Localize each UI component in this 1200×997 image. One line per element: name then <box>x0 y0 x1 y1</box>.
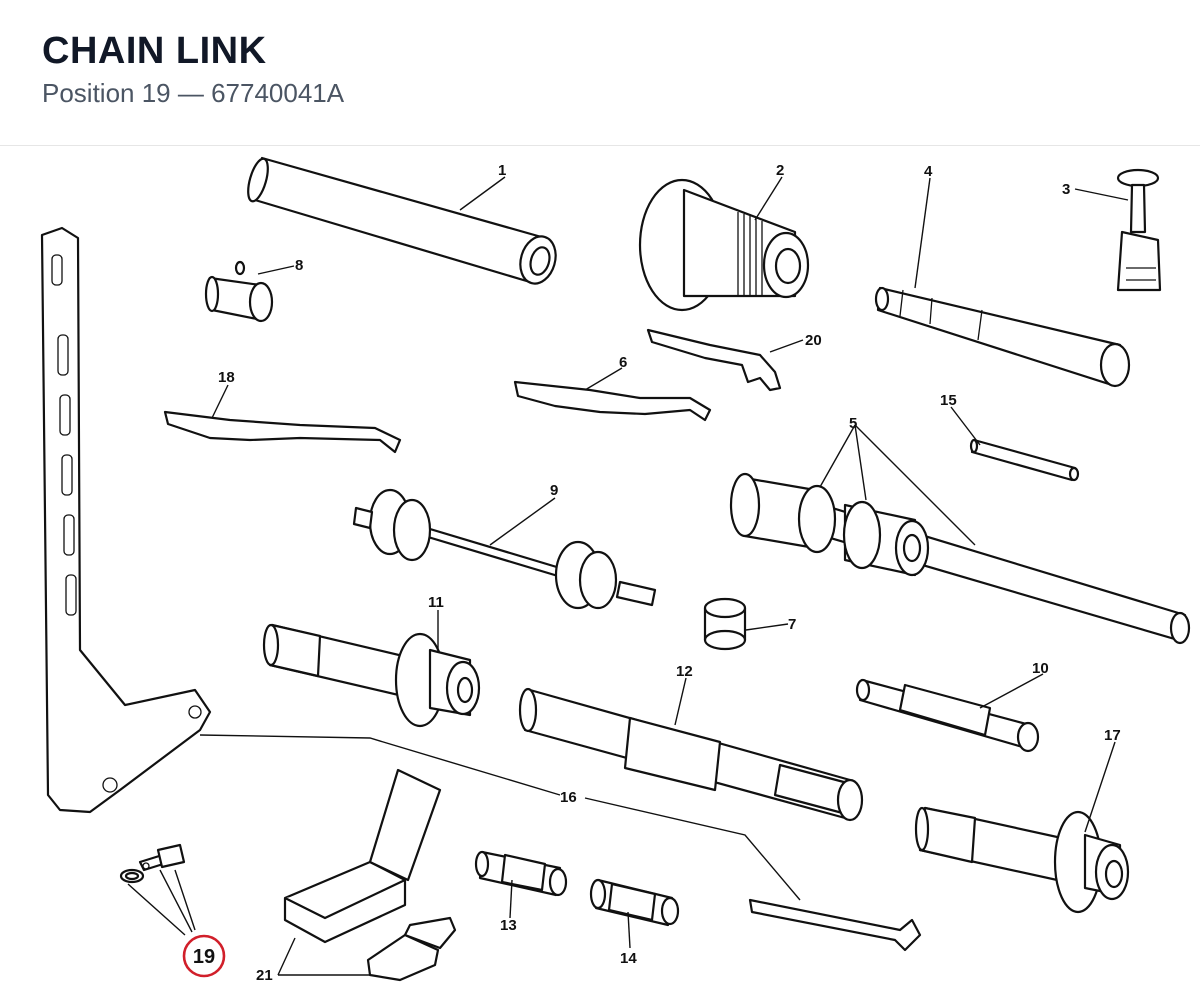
header: CHAIN LINK Position 19 — 67740041A <box>0 0 1200 146</box>
part-6-hook-spanner[interactable] <box>513 380 712 422</box>
callout-7: 7 <box>788 616 796 633</box>
callout-19[interactable]: 19 <box>193 946 215 968</box>
callout-15: 15 <box>940 392 957 409</box>
callout-11: 11 <box>428 594 444 611</box>
part-11-drift[interactable] <box>262 623 481 728</box>
part-7-ring[interactable] <box>703 597 747 651</box>
part-12-stepped-drift[interactable] <box>518 687 864 822</box>
callout-20: 20 <box>805 332 822 349</box>
callout-4: 4 <box>924 163 933 180</box>
part-5-sleeve-set[interactable] <box>729 472 1191 645</box>
part-17-drift[interactable] <box>914 806 1130 914</box>
part-13-pin[interactable] <box>474 850 568 897</box>
callout-18: 18 <box>218 369 235 386</box>
part-4-stepped-shaft[interactable] <box>874 286 1131 388</box>
callout-16: 16 <box>560 789 577 806</box>
part-9-extractor[interactable] <box>352 488 657 610</box>
part-10-knurled-pin[interactable] <box>855 678 1040 753</box>
part-19-chain-link[interactable] <box>119 843 186 884</box>
page-title: CHAIN LINK <box>42 30 267 72</box>
part-20-c-spanner[interactable] <box>646 328 782 392</box>
callout-9: 9 <box>550 482 558 499</box>
callout-17: 17 <box>1104 727 1121 744</box>
part-3-puller-tool[interactable] <box>1116 168 1162 292</box>
highlighted-position-19[interactable]: 19 <box>182 934 226 978</box>
callout-21: 21 <box>256 967 273 984</box>
callout-8: 8 <box>295 257 303 274</box>
part-18-hook-spanner[interactable] <box>163 410 402 454</box>
page-subtitle: Position 19 — 67740041A <box>42 78 345 108</box>
part-16-holding-frame[interactable] <box>40 226 922 952</box>
callout-5: 5 <box>849 415 857 432</box>
part-21-tool-box[interactable] <box>283 768 457 982</box>
callout-1: 1 <box>498 162 506 179</box>
part-2-threaded-flange[interactable] <box>638 178 810 312</box>
part-1-tube[interactable] <box>244 156 561 288</box>
callout-6: 6 <box>619 354 627 371</box>
leader-lines <box>127 176 1129 976</box>
callout-13: 13 <box>500 917 517 934</box>
callout-labels: 1 2 3 4 5 6 7 8 9 10 11 12 13 14 15 16 1… <box>218 162 1121 984</box>
callout-10: 10 <box>1032 660 1049 677</box>
callout-14: 14 <box>620 950 637 967</box>
callout-3: 3 <box>1062 181 1070 198</box>
part-14-pin[interactable] <box>589 878 680 927</box>
part-15-dowel[interactable] <box>969 438 1080 482</box>
part-8-bushing[interactable] <box>204 260 274 323</box>
highlight-ring[interactable] <box>182 934 226 978</box>
callout-2: 2 <box>776 162 784 179</box>
callout-12: 12 <box>676 663 693 680</box>
